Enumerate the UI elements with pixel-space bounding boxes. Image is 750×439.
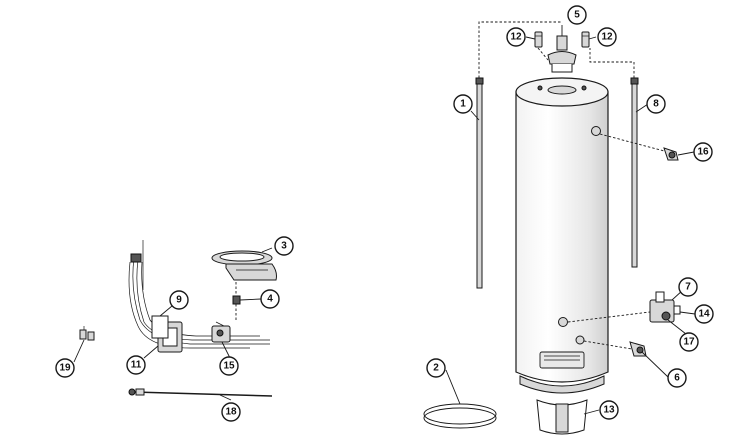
callout-18: 18 bbox=[221, 402, 241, 422]
callout-13: 13 bbox=[599, 400, 619, 420]
outer-door bbox=[536, 399, 588, 435]
callout-label: 12 bbox=[510, 32, 522, 43]
dip-tube bbox=[475, 77, 484, 289]
callout-14: 14 bbox=[694, 304, 714, 324]
callout-label: 2 bbox=[433, 363, 439, 374]
callout-16: 16 bbox=[693, 142, 713, 162]
callout-label: 4 bbox=[267, 294, 273, 305]
callout-12-right: 12 bbox=[597, 27, 617, 47]
anode-rod bbox=[630, 77, 639, 268]
nipple-right bbox=[581, 31, 590, 48]
flue-hood bbox=[547, 25, 577, 73]
callout-label: 13 bbox=[603, 405, 615, 416]
callout-5: 5 bbox=[567, 5, 587, 25]
callout-9: 9 bbox=[169, 290, 189, 310]
callout-3: 3 bbox=[274, 236, 294, 256]
callout-label: 14 bbox=[698, 309, 710, 320]
callout-label: 12 bbox=[601, 32, 613, 43]
water-heater-tank bbox=[515, 77, 609, 394]
callout-label: 15 bbox=[223, 361, 235, 372]
callout-15: 15 bbox=[219, 356, 239, 376]
callout-8: 8 bbox=[646, 94, 666, 114]
callout-19: 19 bbox=[55, 358, 75, 378]
gas-control-valve bbox=[649, 291, 681, 323]
callout-label: 1 bbox=[460, 99, 466, 110]
pilot-assembly bbox=[211, 321, 231, 343]
callout-label: 7 bbox=[685, 282, 691, 293]
callout-label: 8 bbox=[653, 99, 659, 110]
callout-label: 11 bbox=[131, 360, 142, 371]
callout-1: 1 bbox=[453, 94, 473, 114]
callout-label: 16 bbox=[697, 147, 709, 158]
callout-2: 2 bbox=[426, 358, 446, 378]
burner bbox=[211, 250, 277, 281]
callout-label: 5 bbox=[574, 10, 580, 21]
callout-12-left: 12 bbox=[506, 27, 526, 47]
igniter-wire bbox=[128, 388, 273, 397]
callout-label: 19 bbox=[59, 363, 71, 374]
callout-label: 18 bbox=[225, 407, 237, 418]
callout-label: 17 bbox=[683, 337, 695, 348]
callout-4: 4 bbox=[260, 289, 280, 309]
door-gasket bbox=[151, 315, 169, 339]
callout-11: 11 bbox=[126, 355, 146, 375]
callout-label: 6 bbox=[674, 373, 680, 384]
tp-relief-valve bbox=[663, 147, 679, 161]
bottom-pan-ring bbox=[423, 403, 497, 429]
orifice bbox=[232, 295, 241, 305]
clip bbox=[79, 326, 95, 341]
nipple-left bbox=[534, 31, 543, 48]
callout-17: 17 bbox=[679, 332, 699, 352]
callout-6: 6 bbox=[667, 368, 687, 388]
callout-7: 7 bbox=[678, 277, 698, 297]
callout-label: 9 bbox=[176, 295, 182, 306]
callout-label: 3 bbox=[281, 241, 287, 252]
